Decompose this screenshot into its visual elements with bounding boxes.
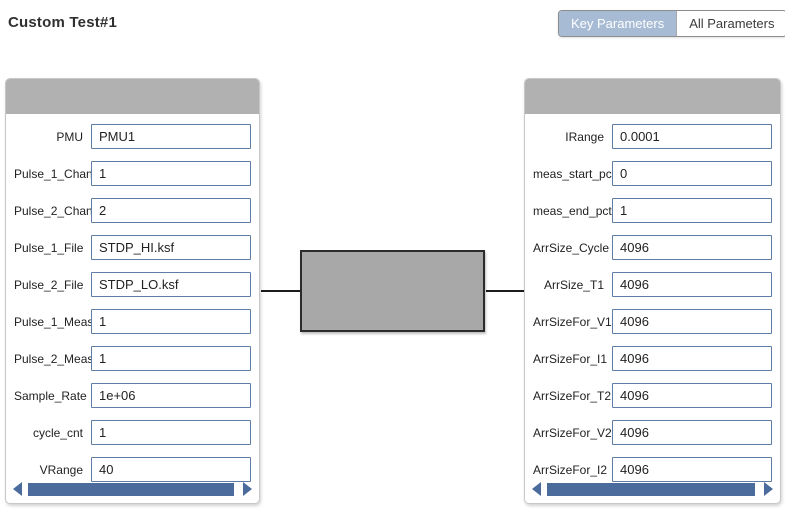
- parameter-label: Pulse_1_Meas: [14, 314, 94, 329]
- left-panel-body: PMU Pulse_1_Chan Pulse_2_Chan Pulse_1_Fi…: [6, 114, 259, 488]
- parameter-label: Pulse_2_Meas: [14, 351, 94, 366]
- parameter-label: VRange: [39, 462, 83, 477]
- parameter-label: ArrSize_Cycle: [533, 240, 610, 255]
- right-panel-hscrollbar[interactable]: [532, 482, 773, 496]
- parameter-row: Pulse_1_Meas: [6, 303, 259, 340]
- parameter-label: Pulse_2_File: [14, 277, 84, 292]
- right-panel-header: [525, 79, 780, 114]
- parameter-row: VRange: [6, 451, 259, 488]
- parameter-input[interactable]: [612, 457, 772, 482]
- parameter-label: PMU: [56, 129, 83, 144]
- device-schematic-rectangle: [300, 250, 485, 332]
- parameter-label: ArrSize_T1: [543, 277, 604, 292]
- parameter-row: cycle_cnt: [6, 414, 259, 451]
- parameter-row: ArrSizeFor_T2: [525, 377, 780, 414]
- parameter-row: ArrSizeFor_V1: [525, 303, 780, 340]
- parameter-row: meas_start_pct: [525, 155, 780, 192]
- parameter-input[interactable]: [612, 124, 772, 149]
- parameter-label: ArrSizeFor_I2: [533, 462, 608, 477]
- left-parameter-panel: PMU Pulse_1_Chan Pulse_2_Chan Pulse_1_Fi…: [5, 78, 260, 504]
- scroll-right-arrow-icon[interactable]: [243, 482, 252, 496]
- parameter-row: Sample_Rate: [6, 377, 259, 414]
- parameter-view-toggle: Key Parameters All Parameters: [558, 10, 785, 37]
- parameter-label: cycle_cnt: [32, 425, 83, 440]
- parameter-label: IRange: [565, 129, 604, 144]
- parameter-row: IRange: [525, 118, 780, 155]
- scroll-left-arrow-icon[interactable]: [532, 482, 541, 496]
- right-parameter-panel: IRange meas_start_pct meas_end_pct ArrSi…: [524, 78, 781, 504]
- parameter-input[interactable]: [91, 272, 251, 297]
- parameter-input[interactable]: [91, 161, 251, 186]
- parameter-input[interactable]: [91, 383, 251, 408]
- parameter-label: ArrSizeFor_V2: [533, 425, 612, 440]
- parameter-label: Pulse_1_File: [14, 240, 84, 255]
- parameter-input[interactable]: [91, 124, 251, 149]
- parameter-row: Pulse_1_File: [6, 229, 259, 266]
- parameter-input[interactable]: [612, 161, 772, 186]
- parameter-input[interactable]: [91, 198, 251, 223]
- scroll-thumb[interactable]: [547, 482, 755, 496]
- parameter-label: ArrSizeFor_V1: [533, 314, 612, 329]
- parameter-row: Pulse_2_File: [6, 266, 259, 303]
- parameter-row: ArrSizeFor_V2: [525, 414, 780, 451]
- parameter-row: ArrSize_Cycle: [525, 229, 780, 266]
- parameter-row: ArrSizeFor_I2: [525, 451, 780, 488]
- parameter-input[interactable]: [612, 272, 772, 297]
- parameter-input[interactable]: [612, 235, 772, 260]
- parameter-row: Pulse_2_Chan: [6, 192, 259, 229]
- scroll-left-arrow-icon[interactable]: [13, 482, 22, 496]
- all-parameters-button[interactable]: All Parameters: [676, 11, 785, 36]
- parameter-row: Pulse_1_Chan: [6, 155, 259, 192]
- parameter-input[interactable]: [612, 309, 772, 334]
- parameter-label: Pulse_1_Chan: [14, 166, 93, 181]
- parameter-input[interactable]: [91, 457, 251, 482]
- key-parameters-button[interactable]: Key Parameters: [559, 11, 677, 36]
- parameter-row: ArrSize_T1: [525, 266, 780, 303]
- parameter-row: ArrSizeFor_I1: [525, 340, 780, 377]
- parameter-label: ArrSizeFor_T2: [533, 388, 612, 403]
- parameter-input[interactable]: [91, 420, 251, 445]
- parameter-label: ArrSizeFor_I1: [533, 351, 608, 366]
- parameter-row: PMU: [6, 118, 259, 155]
- parameter-label: meas_end_pct: [533, 203, 612, 218]
- parameter-label: Sample_Rate: [14, 388, 87, 403]
- parameter-row: meas_end_pct: [525, 192, 780, 229]
- parameter-row: Pulse_2_Meas: [6, 340, 259, 377]
- scroll-track[interactable]: [546, 482, 759, 496]
- page-title: Custom Test#1: [8, 14, 118, 31]
- parameter-label: meas_start_pct: [533, 166, 616, 181]
- parameter-input[interactable]: [612, 383, 772, 408]
- parameter-input[interactable]: [612, 198, 772, 223]
- scroll-right-arrow-icon[interactable]: [764, 482, 773, 496]
- right-panel-body: IRange meas_start_pct meas_end_pct ArrSi…: [525, 114, 780, 488]
- parameter-input[interactable]: [91, 309, 251, 334]
- scroll-track[interactable]: [27, 482, 238, 496]
- left-panel-header: [6, 79, 259, 114]
- device-right-wire: [486, 290, 524, 292]
- parameter-input[interactable]: [612, 346, 772, 371]
- parameter-input[interactable]: [612, 420, 772, 445]
- left-panel-hscrollbar[interactable]: [13, 482, 252, 496]
- parameter-label: Pulse_2_Chan: [14, 203, 93, 218]
- parameter-input[interactable]: [91, 235, 251, 260]
- scroll-thumb[interactable]: [28, 482, 234, 496]
- device-left-wire: [261, 290, 301, 292]
- parameter-input[interactable]: [91, 346, 251, 371]
